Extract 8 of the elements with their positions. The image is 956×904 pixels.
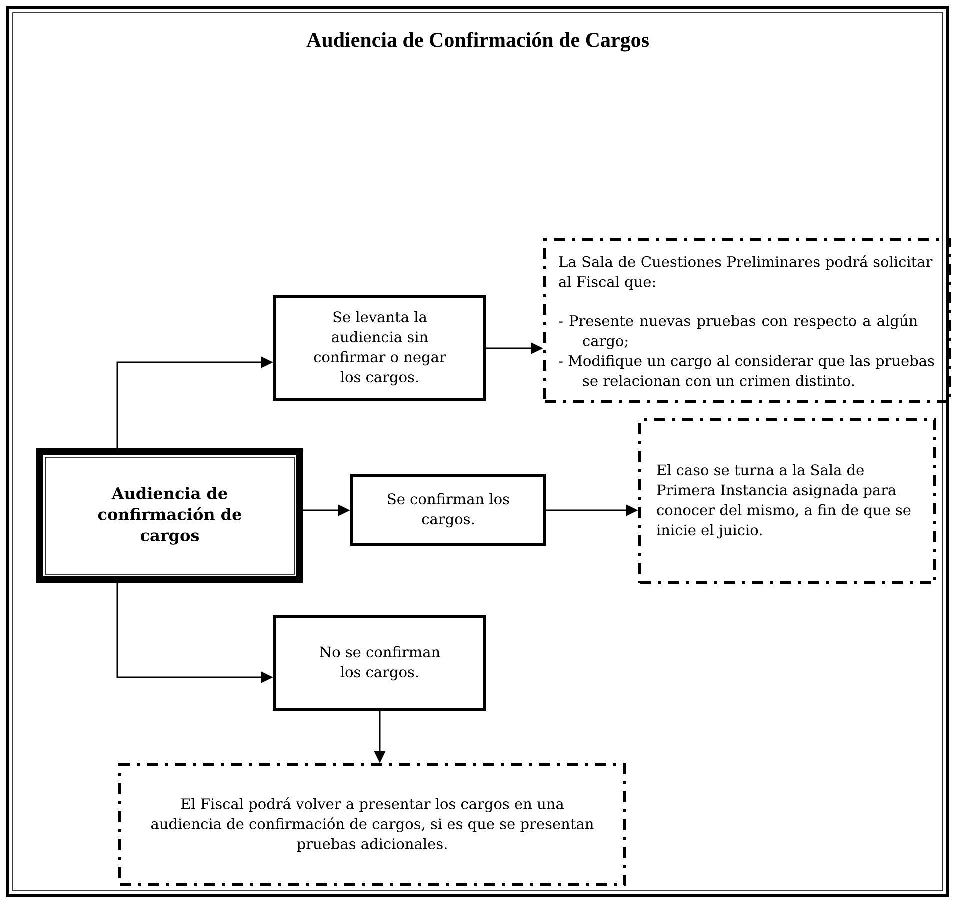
process-box: No se confirman los cargos. — [274, 616, 486, 712]
title: Audiencia de Confirmación de Cargos — [306, 32, 649, 52]
note-box: El caso se turna a la Sala de Primera Instancia asignada para conocer del mismo, a fin de que se inicie el juicio. — [638, 418, 936, 584]
process-box: Audiencia de confirmación de cargos — [36, 448, 304, 584]
note-box: La Sala de Cuestiones Preliminares podrá solicitar al Fiscal que: - Presente nuevas pruebas con respecto a algún cargo; - Modifique un cargo al considerar que las pruebas se relacionan con un crimen distinto. — [544, 238, 952, 404]
process-box: Se levanta la audiencia sin confirmar o negar los cargos. — [274, 296, 486, 402]
note-box: El Fiscal podrá volver a presentar los cargos en una audiencia de confirmación de cargos, si es que se presentan pruebas adicionales. — [118, 764, 626, 886]
process-box: Se confirman los cargos. — [350, 474, 546, 546]
